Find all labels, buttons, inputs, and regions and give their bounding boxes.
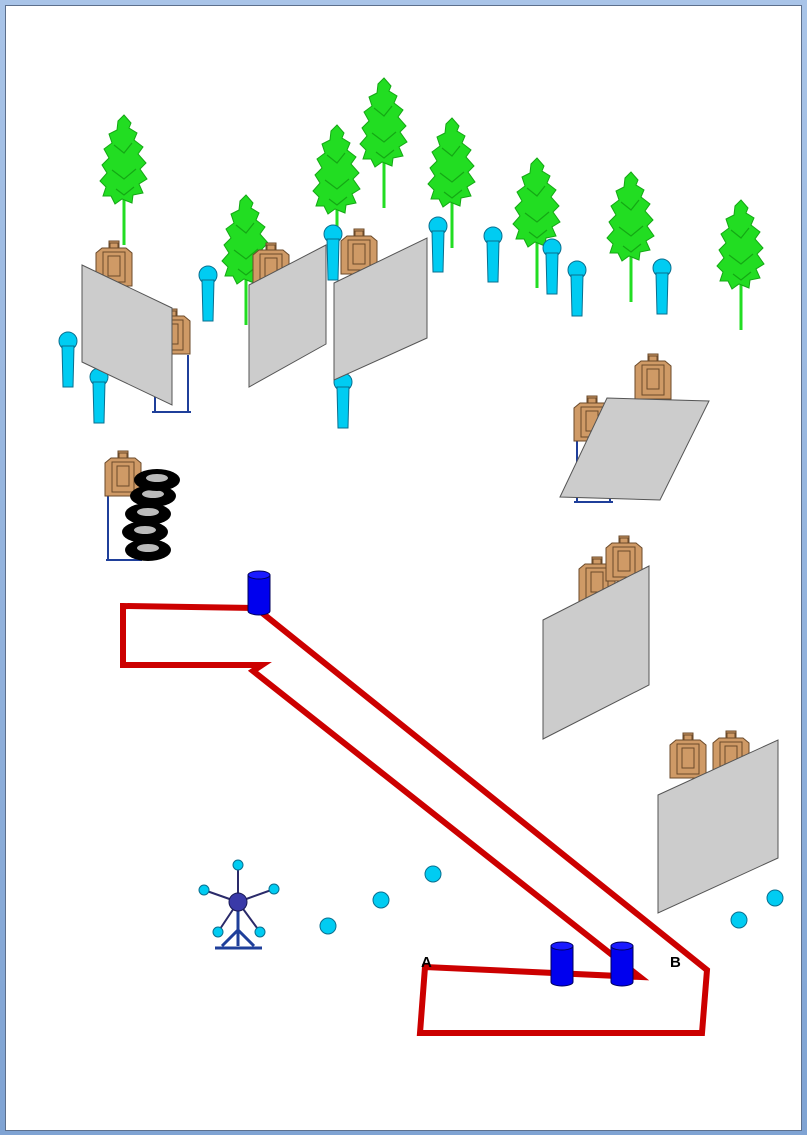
target — [634, 353, 672, 400]
target — [669, 732, 707, 779]
tree — [358, 76, 409, 210]
targets-right-middle — [542, 535, 650, 740]
steel-plate — [372, 891, 390, 909]
steel-plate — [424, 865, 442, 883]
steel-plate — [766, 889, 784, 907]
tree — [715, 198, 766, 332]
no-shoot-target — [89, 367, 109, 424]
wall-panel — [559, 397, 710, 501]
no-shoot-target — [652, 258, 672, 315]
wall-panel — [333, 237, 428, 381]
steel-plate — [319, 917, 337, 935]
fault-lines — [120, 602, 711, 1036]
fault-line-path — [120, 602, 711, 1036]
wall-panel — [248, 244, 327, 388]
end-position-label: B — [670, 954, 681, 971]
no-shoot-target — [333, 372, 353, 429]
no-shoot-target — [542, 238, 562, 295]
barrel — [247, 570, 271, 616]
no-shoot-target — [58, 331, 78, 388]
tire — [134, 469, 180, 491]
targets-right-lower — [657, 730, 784, 929]
wall-panel — [81, 264, 173, 406]
plate-row — [319, 865, 442, 935]
star-target — [198, 859, 280, 950]
barrel — [550, 941, 574, 987]
tree — [605, 170, 656, 304]
no-shoot-target — [198, 265, 218, 322]
start-position-label: A — [421, 954, 432, 971]
barrel — [610, 941, 634, 987]
wall-panel — [657, 739, 779, 914]
no-shoot-target — [323, 224, 343, 281]
no-shoot-target — [567, 260, 587, 317]
walls-upper — [81, 237, 428, 406]
no-shoot-target — [428, 216, 448, 273]
no-shoot-target — [483, 226, 503, 283]
targets-right-upper — [559, 353, 710, 503]
tire-stack-group — [104, 450, 180, 561]
wall-panel — [542, 565, 650, 740]
steel-plate — [730, 911, 748, 929]
tree — [98, 113, 149, 247]
